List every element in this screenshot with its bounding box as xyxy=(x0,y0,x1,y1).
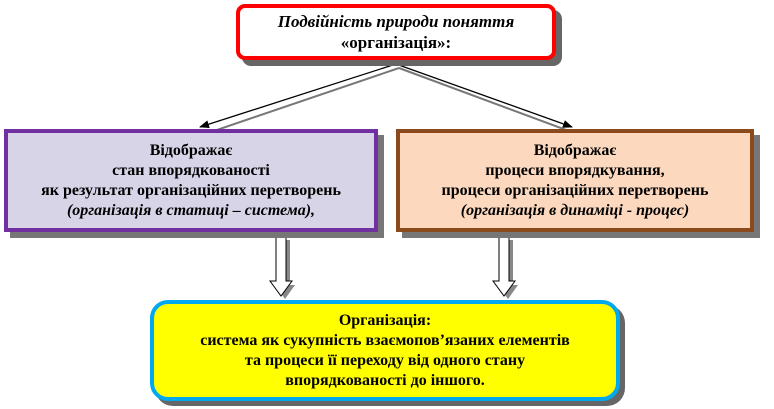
hollow-arrow-left xyxy=(269,236,295,299)
arrow-top-to-left xyxy=(199,63,397,129)
arrow-top-to-right xyxy=(395,63,573,128)
top-box-line-2: «організація»: xyxy=(340,33,452,52)
left-box-line-3: як результат організаційних перетворень xyxy=(41,181,341,199)
right-box-line-2: процеси впорядкування, xyxy=(485,161,665,179)
top-box-line-1: Подвійність природи поняття xyxy=(277,12,515,31)
organization-definition-box: Організація: система як сукупність взаєм… xyxy=(150,300,620,401)
left-box-line-4: (організація в статиці – система), xyxy=(66,201,316,219)
bottom-box-line-1: Організація: xyxy=(338,311,432,329)
right-box-line-3: процеси організаційних перетворень xyxy=(441,181,709,199)
static-organization-box: Відображає стан впорядкованості як резул… xyxy=(4,129,378,232)
left-box-line-2: стан впорядкованості xyxy=(112,161,270,179)
bottom-box-line-3: та процеси її переходу від одного стану xyxy=(244,351,526,369)
left-box-line-1: Відображає xyxy=(149,141,233,159)
bottom-box-line-4: впорядкованості до іншого. xyxy=(285,371,485,389)
hollow-arrow-right xyxy=(492,236,518,299)
dynamic-organization-box: Відображає процеси впорядкування, процес… xyxy=(396,129,754,232)
right-box-line-1: Відображає xyxy=(533,141,617,159)
bottom-box-line-2: система як сукупність взаємопов’язаних е… xyxy=(200,331,570,349)
right-box-line-4: (організація в динаміці - процес) xyxy=(460,201,690,219)
concept-duality-box: Подвійність природи поняття «організація… xyxy=(236,4,556,60)
